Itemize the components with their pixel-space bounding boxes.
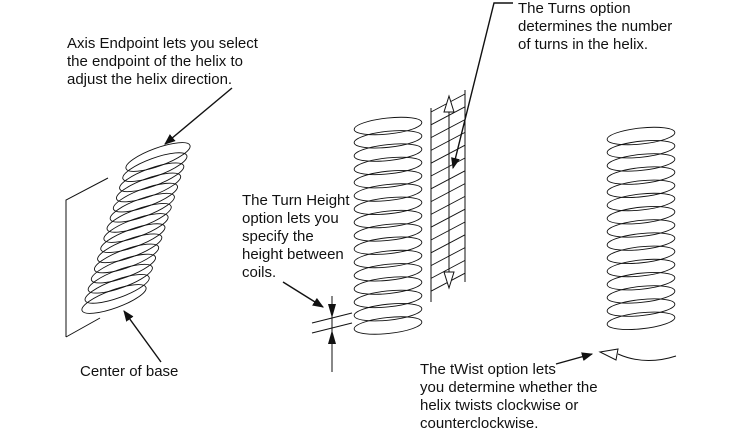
right-coil bbox=[606, 311, 676, 330]
twist-line-4: counterclockwise. bbox=[420, 415, 539, 432]
turns-arrow-down-icon bbox=[443, 271, 455, 290]
middle-coil bbox=[353, 249, 423, 269]
middle-coil bbox=[353, 196, 423, 215]
hatch-line bbox=[430, 247, 466, 266]
hatch-line bbox=[430, 221, 466, 241]
turns-line-1: The Turns option bbox=[518, 0, 631, 17]
axis-endpoint-line-2: the endpoint of the helix to bbox=[67, 53, 243, 70]
right-coil bbox=[606, 166, 676, 185]
turn-height-line-2: option lets you bbox=[242, 210, 339, 227]
middle-coil bbox=[353, 209, 423, 229]
axis-endpoint-leader bbox=[164, 87, 233, 145]
right-coil bbox=[606, 179, 676, 198]
twist-line-1: The tWist option lets bbox=[420, 361, 556, 378]
hatch-line bbox=[430, 144, 466, 164]
hatch-line bbox=[430, 260, 466, 279]
twist-line-2: you determine whether the bbox=[420, 379, 598, 396]
middle-coil bbox=[353, 236, 423, 255]
tilted-helix bbox=[65, 142, 191, 338]
axis-endpoint-line-1: Axis Endpoint lets you select bbox=[67, 35, 258, 52]
hatch-line bbox=[430, 170, 466, 190]
hatch-line bbox=[430, 119, 466, 138]
middle-coil bbox=[353, 263, 423, 282]
leader-arrows bbox=[123, 2, 594, 365]
right-coil bbox=[606, 245, 676, 264]
right-coil bbox=[606, 206, 676, 225]
hatch-line bbox=[430, 196, 466, 215]
middle-coil bbox=[353, 143, 423, 162]
twist-indicator bbox=[598, 348, 677, 361]
tilted-coil bbox=[84, 274, 150, 304]
hatch-line bbox=[430, 208, 466, 228]
base-plane-bottom-edge bbox=[65, 317, 101, 338]
right-coil bbox=[606, 219, 676, 238]
turn-height-line-5: coils. bbox=[242, 264, 277, 281]
turns-line-3: of turns in the helix. bbox=[518, 36, 649, 53]
tilted-helix-coils bbox=[81, 142, 191, 314]
center-of-base-line-1: Center of base bbox=[80, 363, 179, 380]
twist-arrow-icon bbox=[598, 348, 619, 361]
base-plane-outline bbox=[65, 177, 109, 337]
middle-coil bbox=[353, 156, 423, 176]
right-coil bbox=[606, 272, 676, 291]
hatch-line bbox=[430, 234, 466, 254]
turns-arrow-up-icon bbox=[443, 94, 455, 113]
middle-coil bbox=[353, 130, 423, 149]
middle-coil bbox=[353, 276, 423, 295]
turn-height-arrow-up-icon bbox=[328, 330, 336, 344]
right-coil bbox=[606, 298, 676, 317]
turn-height-leader bbox=[282, 281, 324, 308]
turns-leader bbox=[451, 2, 513, 170]
turn-height-line-1: The Turn Height bbox=[242, 192, 350, 209]
hatch-line bbox=[430, 106, 466, 126]
turns-line-2: determines the number bbox=[518, 18, 673, 35]
right-helix bbox=[606, 126, 676, 330]
twist-line-3: helix twists clockwise or bbox=[420, 397, 579, 414]
right-coil bbox=[606, 140, 676, 159]
middle-coil bbox=[353, 303, 423, 322]
center-of-base-leader bbox=[123, 310, 162, 363]
turn-height-line-3: specify the bbox=[242, 228, 314, 245]
twist-callout: The tWist option lets you determine whet… bbox=[420, 361, 598, 433]
middle-coil bbox=[353, 316, 423, 335]
turn-height-dimension bbox=[311, 296, 353, 372]
axis-endpoint-callout: Axis Endpoint lets you select the endpoi… bbox=[67, 35, 258, 89]
turn-height-line-4: height between bbox=[242, 246, 344, 263]
hatch-line bbox=[430, 183, 466, 202]
hatch-line bbox=[430, 132, 466, 151]
middle-coil bbox=[353, 223, 423, 242]
right-coil bbox=[606, 153, 676, 172]
turn-height-callout: The Turn Height option lets you specify … bbox=[242, 192, 350, 282]
right-helix-coils bbox=[606, 126, 676, 330]
turn-height-arrow-down-icon bbox=[328, 304, 336, 318]
axis-endpoint-line-3: adjust the helix direction. bbox=[67, 71, 233, 88]
right-coil bbox=[606, 192, 676, 212]
right-coil bbox=[606, 285, 676, 304]
right-coil bbox=[606, 126, 676, 146]
middle-coil bbox=[353, 170, 423, 189]
right-coil bbox=[606, 232, 676, 251]
middle-coil bbox=[353, 116, 423, 136]
turns-hatch bbox=[430, 90, 466, 302]
middle-coil bbox=[353, 183, 423, 202]
twist-leader bbox=[555, 352, 594, 365]
center-of-base-callout: Center of base bbox=[80, 363, 178, 381]
middle-helix-coils bbox=[353, 116, 423, 335]
middle-helix bbox=[353, 116, 423, 335]
tilted-coil bbox=[81, 284, 147, 314]
right-coil bbox=[606, 258, 676, 278]
middle-coil bbox=[353, 289, 423, 309]
turns-callout: The Turns option determines the number o… bbox=[518, 0, 672, 54]
